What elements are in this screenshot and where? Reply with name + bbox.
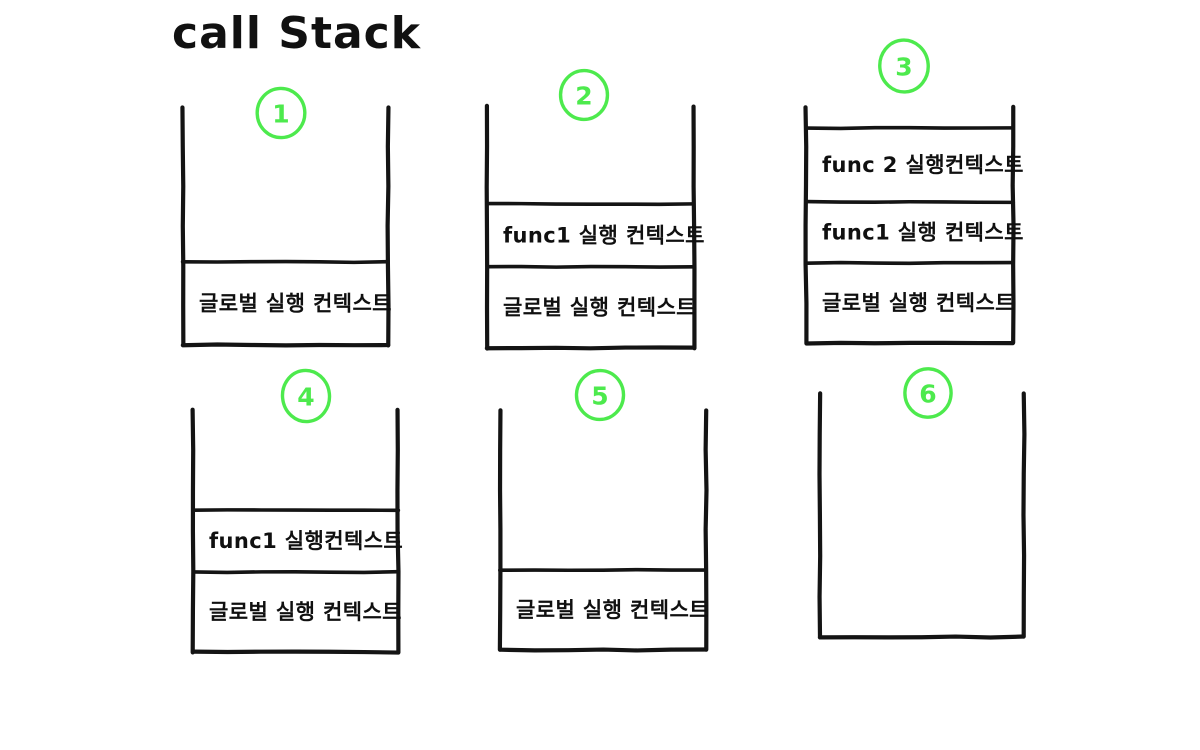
stack-bottom-wall bbox=[484, 345, 696, 351]
step-badge-1: 1 bbox=[255, 86, 307, 140]
frame-divider-2 bbox=[485, 264, 696, 269]
stack-left-wall bbox=[180, 105, 186, 347]
frame-label-2: 글로벌 실행 컨텍스트 bbox=[209, 600, 402, 624]
frame-divider-1 bbox=[804, 125, 1016, 131]
stack-left-wall bbox=[803, 105, 809, 346]
frame-divider-3 bbox=[804, 260, 1015, 266]
frame-divider-1 bbox=[498, 567, 708, 573]
step-badge-6: 6 bbox=[903, 367, 953, 419]
stack-left-wall bbox=[817, 391, 823, 640]
stack-right-wall bbox=[703, 408, 709, 652]
stack-bottom-wall bbox=[191, 649, 401, 655]
step-badge-5: 5 bbox=[574, 368, 626, 422]
frame-label-1: 글로벌 실행 컨텍스트 bbox=[516, 598, 709, 622]
stack-bottom-wall bbox=[817, 634, 1026, 640]
badge-number-4: 4 bbox=[297, 383, 314, 412]
frame-divider-1 bbox=[180, 259, 390, 265]
badge-circle-icon bbox=[903, 367, 953, 419]
badge-number-1: 1 bbox=[272, 100, 289, 129]
badge-number-5: 5 bbox=[591, 382, 608, 411]
badge-circle-icon bbox=[255, 86, 307, 140]
frame-label-2: 글로벌 실행 컨텍스트 bbox=[503, 296, 696, 320]
page-title: call Stack bbox=[172, 8, 422, 59]
badge-circle-icon bbox=[878, 38, 930, 94]
frame-label-1: func1 실행 컨텍스트 bbox=[503, 224, 705, 248]
badge-circle-icon bbox=[574, 368, 626, 422]
frame-divider-1 bbox=[484, 201, 696, 207]
stack-bottom-wall bbox=[497, 647, 708, 653]
stack-bottom-wall bbox=[180, 342, 391, 348]
badge-number-6: 6 bbox=[919, 380, 936, 409]
frame-label-3: 글로벌 실행 컨텍스트 bbox=[822, 291, 1015, 315]
stack-left-wall bbox=[497, 408, 503, 652]
stack-5[interactable]: 글로벌 실행 컨텍스트 5 bbox=[497, 368, 709, 653]
stack-6[interactable]: 6 bbox=[817, 367, 1027, 640]
frame-label-1: func 2 실행컨텍스트 bbox=[822, 153, 1024, 177]
frame-label-2: func1 실행 컨텍스트 bbox=[822, 221, 1024, 245]
stack-bottom-wall bbox=[804, 340, 1015, 346]
stack-right-wall bbox=[691, 104, 697, 351]
frame-divider-2 bbox=[191, 569, 401, 575]
badge-number-2: 2 bbox=[575, 82, 592, 111]
badge-circle-icon bbox=[280, 368, 332, 424]
badge-number-3: 3 bbox=[895, 53, 912, 82]
stack-right-wall bbox=[395, 407, 401, 655]
stack-right-wall bbox=[1021, 391, 1027, 639]
stack-left-wall bbox=[190, 407, 196, 655]
badge-circle-icon bbox=[558, 68, 610, 122]
frame-label-1: func1 실행컨텍스트 bbox=[209, 529, 403, 553]
stack-1[interactable]: 글로벌 실행 컨텍스트 1 bbox=[180, 86, 392, 348]
frame-divider-2 bbox=[804, 199, 1016, 205]
step-badge-2: 2 bbox=[558, 68, 610, 122]
step-badge-3: 3 bbox=[878, 38, 930, 94]
stack-right-wall bbox=[1010, 104, 1016, 345]
frame-label-1: 글로벌 실행 컨텍스트 bbox=[199, 292, 392, 316]
step-badge-4: 4 bbox=[280, 368, 332, 424]
stack-left-wall bbox=[484, 103, 490, 351]
stack-right-wall bbox=[385, 105, 391, 348]
